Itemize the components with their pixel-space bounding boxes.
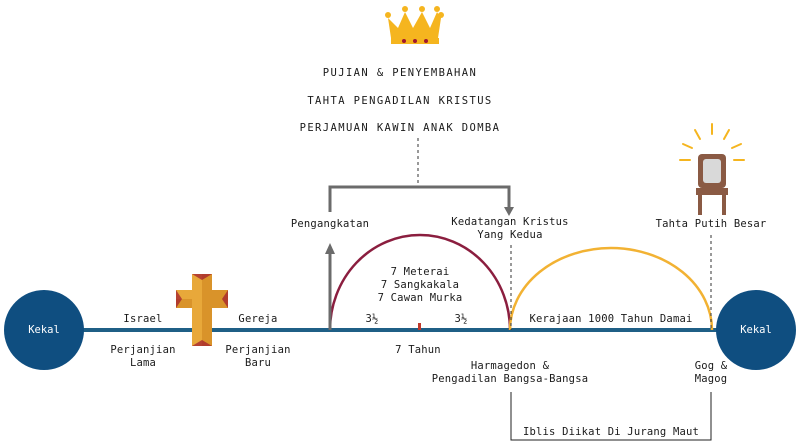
heading-marriage-supper: PERJAMUAN KAWIN ANAK DOMBA — [299, 122, 501, 134]
eternity-right-circle — [716, 290, 796, 370]
label-judgments: 7 Meterai 7 Sangkakala 7 Cawan Murka — [377, 266, 463, 304]
label-half-1: 3½ — [365, 313, 379, 325]
label-satan-bound: Iblis Diikat Di Jurang Maut — [522, 426, 700, 438]
label-eternity-right: Kekal — [740, 324, 772, 336]
bracket-arrowhead — [504, 207, 514, 216]
throne-chair-icon — [679, 123, 745, 215]
label-rapture: Pengangkatan — [290, 218, 370, 230]
cross-icon — [176, 274, 228, 346]
label-half-2: 3½ — [454, 313, 468, 325]
rapture-arrowhead — [325, 243, 335, 254]
label-new-covenant: Perjanjian Baru — [225, 344, 291, 369]
heading-worship: PUJIAN & PENYEMBAHAN — [322, 67, 478, 79]
label-armageddon: Harmagedon & Pengadilan Bangsa-Bangsa — [431, 360, 589, 385]
label-old-covenant: Perjanjian Lama — [110, 344, 176, 369]
satan-bound-bracket — [510, 392, 712, 441]
label-seven-years: 7 Tahun — [395, 344, 441, 356]
millennium-arc — [508, 246, 714, 331]
crown-icon — [385, 6, 444, 44]
label-second-coming: Kedatangan Kristus Yang Kedua — [451, 216, 569, 241]
label-eternity-left: Kekal — [28, 324, 60, 336]
heading-judgment-seat: TAHTA PENGADILAN KRISTUS — [307, 95, 493, 107]
midpoint-tick — [418, 323, 421, 330]
tribulation-arc — [328, 233, 512, 331]
label-israel: Israel — [123, 313, 163, 325]
label-white-throne: Tahta Putih Besar — [655, 218, 767, 230]
label-gog-magog: Gog & Magog — [694, 360, 728, 385]
label-church: Gereja — [238, 313, 278, 325]
heaven-bracket — [328, 185, 511, 212]
label-millennium: Kerajaan 1000 Tahun Damai — [529, 313, 693, 325]
eternity-left-circle — [4, 290, 84, 370]
